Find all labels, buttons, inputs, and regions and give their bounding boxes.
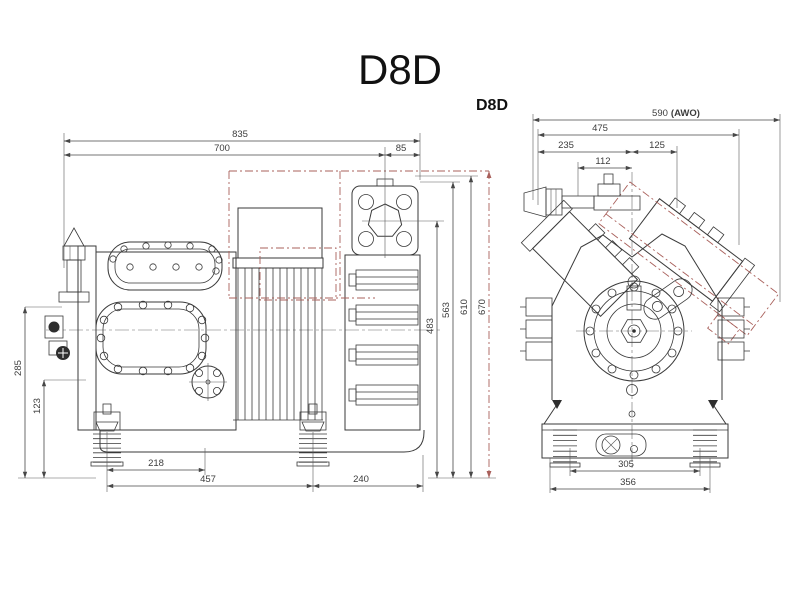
right-cylinder-bank bbox=[628, 197, 756, 313]
end-suction-valve bbox=[523, 173, 641, 218]
dim-590-label: 590(AWO) bbox=[652, 108, 700, 119]
oil-fittings bbox=[44, 315, 70, 360]
side-view-drawing bbox=[44, 178, 440, 467]
right-side-covers bbox=[717, 297, 750, 361]
dim-457-label: 457 bbox=[200, 474, 216, 485]
dim-835-label: 835 bbox=[232, 129, 248, 140]
dim-475-label: 475 bbox=[592, 123, 608, 134]
motor-end-fins bbox=[348, 269, 419, 406]
dim-85-label: 85 bbox=[396, 143, 407, 154]
side-view-dimensions: 835 700 85 483 563 610 670 285 123 218 4… bbox=[13, 129, 496, 492]
page-title: D8D bbox=[358, 46, 442, 93]
dim-285-label: 285 bbox=[13, 360, 24, 376]
bearing-cover bbox=[583, 275, 693, 382]
suction-valve bbox=[58, 227, 90, 303]
bearing-bolt-circle bbox=[585, 282, 683, 380]
oil-sump bbox=[99, 430, 425, 453]
front-cover bbox=[95, 301, 207, 375]
dim-305-label: 305 bbox=[618, 459, 634, 470]
motor-housing-top bbox=[237, 207, 323, 259]
top-cover-bolts bbox=[109, 241, 223, 275]
dim-700-label: 700 bbox=[214, 143, 230, 154]
dim-483-label: 483 bbox=[425, 318, 436, 334]
front-cover-bolts bbox=[96, 300, 210, 376]
mounting-base bbox=[541, 384, 729, 459]
dim-670-label: 670 bbox=[477, 299, 488, 315]
dim-123-label: 123 bbox=[32, 398, 43, 414]
crankcase-outline bbox=[551, 233, 723, 400]
oil-pump-flange bbox=[189, 363, 227, 401]
side-view-option-outline bbox=[228, 170, 489, 301]
dim-218-label: 218 bbox=[148, 458, 164, 469]
end-view-drawing bbox=[520, 172, 780, 470]
end-right-spring bbox=[689, 429, 721, 468]
top-cover bbox=[107, 241, 223, 291]
left-cylinder-bank bbox=[520, 199, 640, 318]
end-left-spring bbox=[549, 429, 581, 468]
dim-563-label: 563 bbox=[441, 302, 452, 318]
dim-610-label: 610 bbox=[459, 299, 470, 315]
dim-112-label: 112 bbox=[595, 156, 610, 167]
motor-fins bbox=[237, 268, 323, 420]
end-view-dimensions: 590(AWO) 475 235 125 112 305 356 bbox=[532, 108, 781, 493]
dim-356-label: 356 bbox=[620, 477, 636, 488]
dim-240-label: 240 bbox=[353, 474, 369, 485]
left-side-covers bbox=[520, 297, 553, 361]
end-view-label: D8D bbox=[476, 97, 508, 114]
dim-125-label: 125 bbox=[649, 140, 665, 151]
dim-235-label: 235 bbox=[558, 140, 574, 151]
